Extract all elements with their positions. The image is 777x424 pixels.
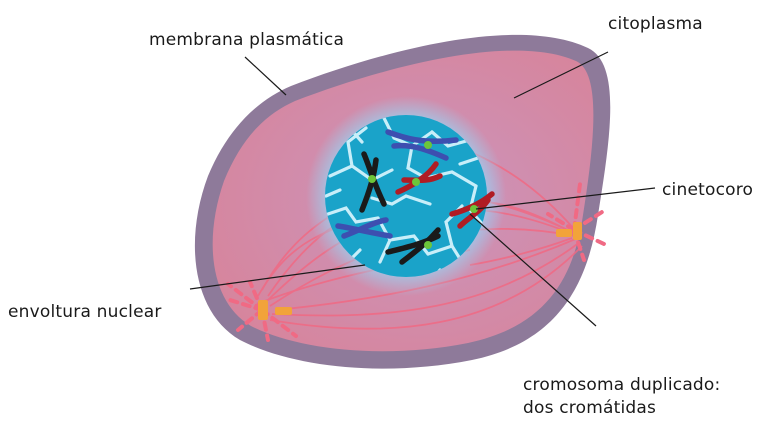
kinetochore-dot — [424, 241, 432, 249]
label-two-chromatids: dos cromátidas — [523, 398, 656, 418]
label-duplicated-chromosome: cromosoma duplicado: — [523, 375, 720, 395]
label-plasma-membrane: membrana plasmática — [149, 30, 344, 50]
label-nuclear-envelope: envoltura nuclear — [8, 302, 162, 322]
label-cytoplasm: citoplasma — [608, 14, 703, 34]
leader-plasma-membrane — [245, 57, 286, 95]
kinetochore-dot — [412, 178, 420, 186]
kinetochore-dot — [424, 141, 432, 149]
label-kinetochore: cinetocoro — [662, 180, 753, 200]
kinetochore-dot — [368, 175, 376, 183]
